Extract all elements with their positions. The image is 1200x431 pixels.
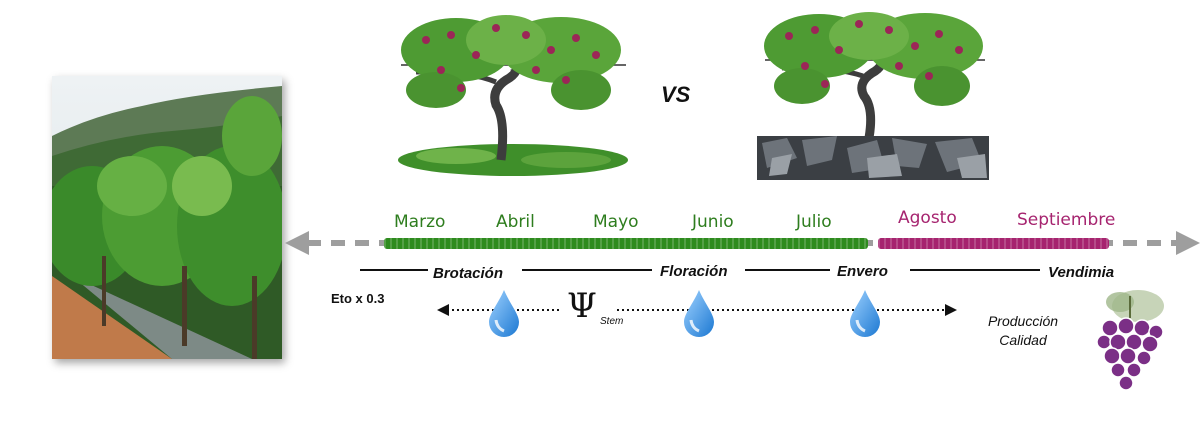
grape-cluster-icon — [1090, 288, 1170, 403]
psi-symbol: Ψ — [567, 286, 597, 326]
month-label: Agosto — [898, 208, 957, 228]
quality-label: Calidad — [999, 332, 1047, 348]
ripening-period-band — [878, 238, 1109, 249]
water-drop-icon — [486, 288, 522, 343]
vine-slate-mulch-illustration — [757, 8, 989, 180]
vine-cover-crop-illustration — [396, 10, 630, 182]
outcomes-text: Producción Calidad — [985, 312, 1061, 350]
month-label: Junio — [692, 212, 734, 232]
psi-background — [562, 290, 617, 328]
phase-label: Envero — [837, 263, 888, 280]
phase-label: Brotación — [433, 265, 504, 282]
phase-label: Vendimia — [1048, 264, 1115, 281]
phase-lines — [360, 269, 1040, 271]
production-label: Producción — [987, 313, 1059, 329]
month-label: Mayo — [593, 212, 639, 232]
water-drop-icon — [847, 288, 883, 343]
growth-period-band — [384, 238, 868, 249]
eto-label: Eto x 0.3 — [331, 291, 385, 306]
month-label: Julio — [796, 212, 832, 232]
month-label: Abril — [496, 212, 535, 232]
phase-label: Floración — [660, 263, 728, 280]
vineyard-photo — [42, 76, 287, 359]
month-label: Marzo — [394, 212, 446, 232]
water-drop-icon — [681, 288, 717, 343]
month-label: Septiembre — [1017, 210, 1116, 230]
versus-label: VS — [661, 82, 691, 107]
psi-subscript: Stem — [600, 316, 624, 327]
